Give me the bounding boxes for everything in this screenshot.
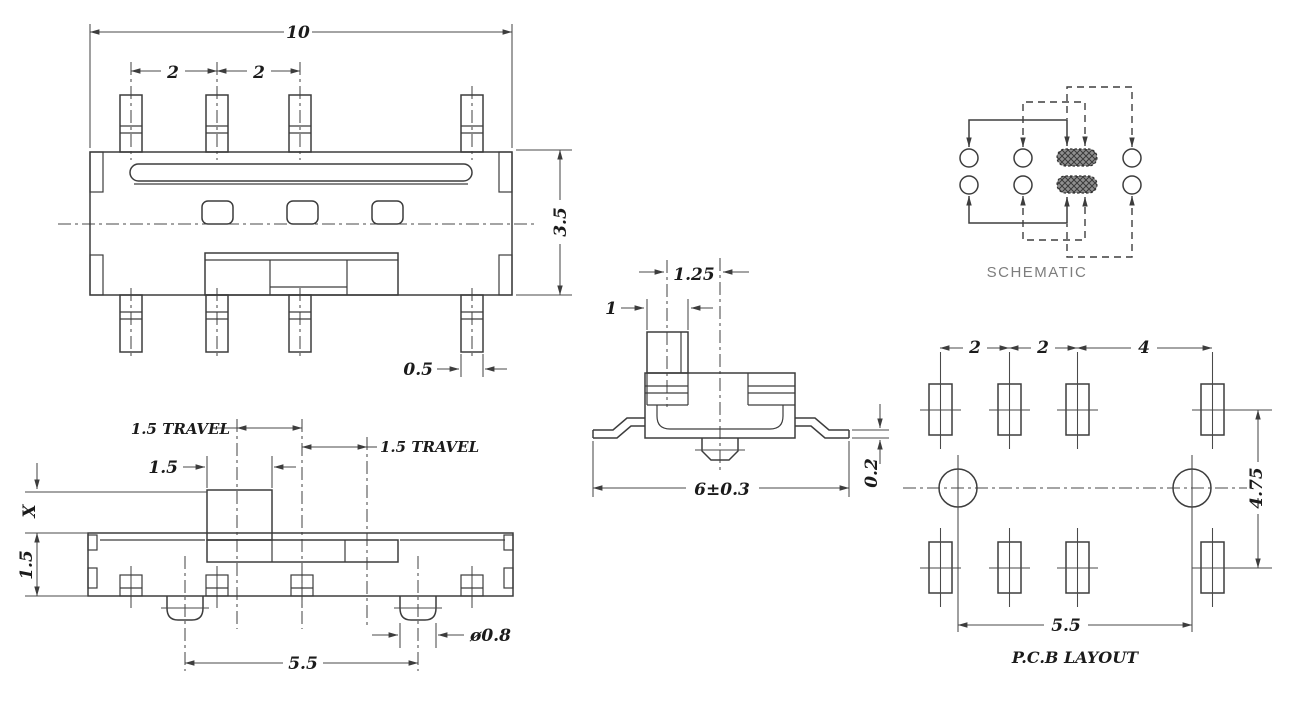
corner-tab xyxy=(89,151,104,193)
switch-body-front xyxy=(87,532,514,597)
dim-pad-pitch-2-label: 2 xyxy=(1036,338,1049,358)
bottom-peg-side xyxy=(701,438,739,461)
pcb-pads xyxy=(920,352,1272,607)
corner-tab xyxy=(87,534,98,551)
dim-lead-thickness-label: 0.2 xyxy=(862,458,882,488)
dim-travel-left-label: 1.5 TRAVEL xyxy=(131,420,230,438)
front-view-body xyxy=(87,489,514,621)
locating-peg-left xyxy=(166,596,204,621)
front-feet xyxy=(119,574,484,597)
dim-body-height-label: 3.5 xyxy=(551,207,571,237)
dim-knob-width-label: 1.5 xyxy=(148,458,178,478)
terminal-circle xyxy=(1122,175,1142,195)
pcb-layout-caption: P.C.B LAYOUT xyxy=(1011,648,1139,667)
locating-peg-right xyxy=(399,596,437,621)
dim-pad-pitch-1-label: 2 xyxy=(968,338,981,358)
top-view-pins xyxy=(119,94,484,353)
section-view: 1.25 1 6±0.3 0.2 xyxy=(592,258,889,500)
slider-front xyxy=(206,539,399,563)
terminal-circle xyxy=(1013,175,1033,195)
dim-peg-spacing-label: 5.5 xyxy=(288,654,318,674)
dim-pin-width-label: 0.5 xyxy=(403,360,433,380)
dim-hole-spacing-label: 5.5 xyxy=(1051,616,1081,636)
front-view: 1.5 TRAVEL 1.5 TRAVEL 1.5 X 1.5 5.5 ø0.8 xyxy=(17,419,514,674)
corner-tab xyxy=(503,567,514,589)
top-view-dimensions: 10 2 2 3.5 0.5 xyxy=(89,23,572,380)
dim-pin-pitch-2-label: 2 xyxy=(252,63,265,83)
terminal-circle xyxy=(959,148,979,168)
section-centerlines xyxy=(666,258,721,473)
inner-cavity xyxy=(656,405,784,430)
terminal-circle xyxy=(1122,148,1142,168)
corner-tab xyxy=(89,254,104,296)
lead-left xyxy=(592,417,645,439)
corner-tab xyxy=(503,534,514,551)
top-view: 10 2 2 3.5 0.5 xyxy=(58,23,572,380)
section-dimensions: 1.25 1 6±0.3 0.2 xyxy=(592,265,889,500)
corner-tab xyxy=(498,254,513,296)
contact-bridge-top xyxy=(1056,148,1098,167)
terminal-circle xyxy=(959,175,979,195)
schematic-caption: SCHEMATIC xyxy=(987,264,1088,281)
pcb-dimensions: 2 2 4 4.75 5.5 xyxy=(939,338,1267,636)
dim-pad-pitch-3-label: 4 xyxy=(1138,338,1150,358)
dim-section-knob-width-label: 1 xyxy=(605,299,617,319)
dim-overall-width-label: 10 xyxy=(286,23,310,43)
detent-window-1 xyxy=(201,200,234,225)
dim-pin-pitch-1-label: 2 xyxy=(166,63,179,83)
section-body xyxy=(592,331,850,461)
contact-bridge-bottom xyxy=(1056,175,1098,194)
schematic-view: SCHEMATIC xyxy=(959,86,1142,281)
corner-tab xyxy=(87,567,98,589)
corner-tab xyxy=(498,151,513,193)
dim-peg-diameter-label: ø0.8 xyxy=(469,626,511,646)
dim-front-body-height-label: 1.5 xyxy=(17,550,37,580)
dim-lead-span-label: 6±0.3 xyxy=(694,480,750,500)
front-view-centerlines xyxy=(130,419,473,671)
top-view-centerlines xyxy=(58,62,536,360)
top-view-body xyxy=(89,151,513,296)
lead-right xyxy=(795,417,850,439)
dim-travel-right-label: 1.5 TRAVEL xyxy=(380,438,479,456)
dim-knob-height-label: X xyxy=(20,504,40,519)
terminal-circle xyxy=(1013,148,1033,168)
slider-slot xyxy=(129,163,473,182)
pcb-layout-view: 2 2 4 4.75 5.5 P.C.B LAYOUT xyxy=(903,338,1272,667)
dim-row-spacing-label: 4.75 xyxy=(1247,467,1267,508)
detent-window-2 xyxy=(286,200,319,225)
detent-window-3 xyxy=(371,200,404,225)
slider-knob-top xyxy=(204,252,399,296)
dim-knob-to-center-label: 1.25 xyxy=(673,265,714,285)
front-view-dimensions: 1.5 TRAVEL 1.5 TRAVEL 1.5 X 1.5 5.5 ø0.8 xyxy=(17,420,511,674)
